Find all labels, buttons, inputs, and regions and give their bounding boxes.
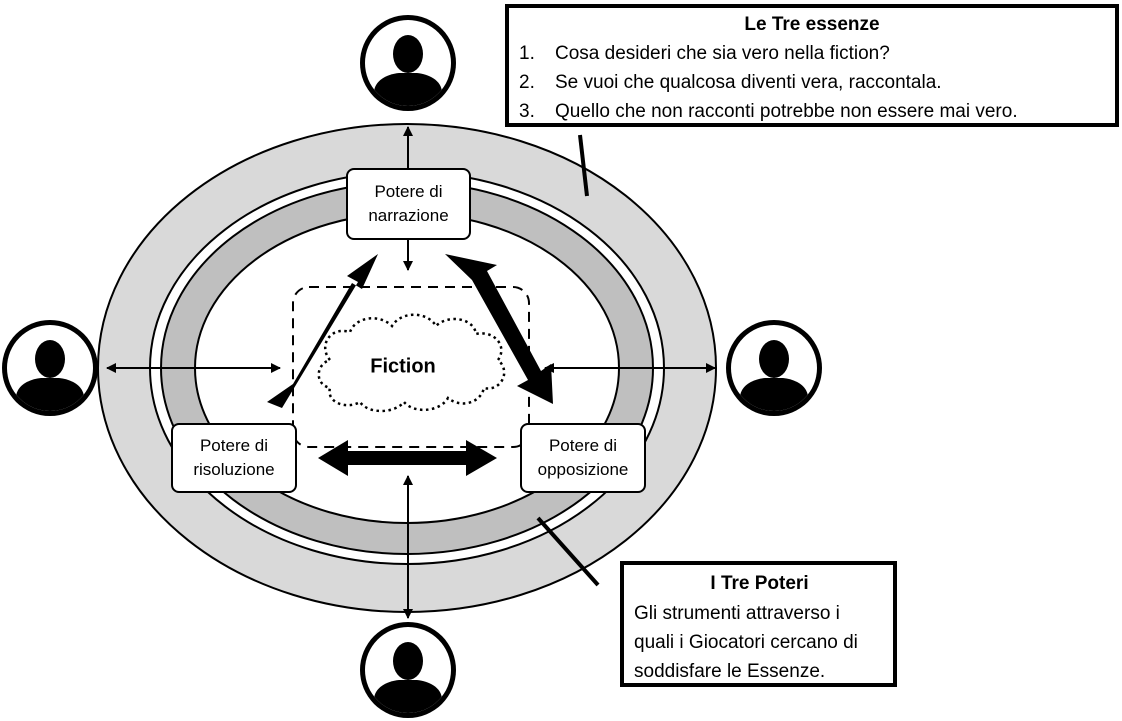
essences-leader-line	[578, 134, 589, 197]
fiction-label: Fiction	[370, 355, 436, 378]
players	[2, 15, 822, 718]
essence-number: 3.	[519, 101, 535, 122]
essence-text: Quello che non racconti potrebbe non ess…	[555, 101, 1018, 122]
essences-list: 1. Cosa desideri che sia vero nella fict…	[519, 39, 1105, 126]
power-resolution-line2: risoluzione	[193, 460, 275, 479]
powers-callout-title: I Tre Poteri	[710, 573, 809, 594]
essence-item: 3. Quello che non racconti potrebbe non …	[519, 97, 1105, 126]
power-narration-box: Potere di narrazione	[346, 168, 471, 240]
player-avatar-icon	[360, 622, 456, 718]
power-flow-arrows	[267, 254, 553, 476]
essence-text: Cosa desideri che sia vero nella fiction…	[555, 43, 890, 64]
powers-callout-description: Gli strumenti attraverso i quali i Gioca…	[634, 603, 858, 682]
player-arrows	[106, 126, 716, 619]
essence-item: 2. Se vuoi che qualcosa diventi vera, ra…	[519, 68, 1105, 97]
essences-title: Le Tre essenze	[744, 14, 880, 35]
power-narration-line2: narrazione	[368, 206, 449, 225]
powers-leader-line	[536, 516, 600, 587]
player-avatar-icon	[360, 15, 456, 111]
arrow-resolution-opposition	[318, 440, 497, 476]
power-narration-line1: Potere di	[374, 182, 443, 201]
fiction-cloud	[317, 313, 506, 413]
essence-text: Se vuoi che qualcosa diventi vera, racco…	[555, 72, 942, 93]
power-opposition-box: Potere di opposizione	[520, 423, 646, 493]
powers-callout: I Tre Poteri Gli strumenti attraverso i …	[620, 561, 897, 687]
arrow-narration-to-opposition	[445, 254, 553, 404]
power-resolution-line1: Potere di	[199, 436, 269, 455]
essences-callout: Le Tre essenze 1. Cosa desideri che sia …	[505, 4, 1119, 127]
player-avatar-icon	[726, 320, 822, 416]
power-opposition-line2: opposizione	[537, 460, 629, 479]
power-opposition-line1: Potere di	[548, 436, 618, 455]
essence-number: 2.	[519, 72, 535, 93]
player-avatar-icon	[2, 320, 98, 416]
arrow-resolution-to-narration	[267, 254, 378, 408]
essence-item: 1. Cosa desideri che sia vero nella fict…	[519, 39, 1105, 68]
essence-number: 1.	[519, 43, 535, 64]
power-resolution-box: Potere di risoluzione	[171, 423, 297, 493]
